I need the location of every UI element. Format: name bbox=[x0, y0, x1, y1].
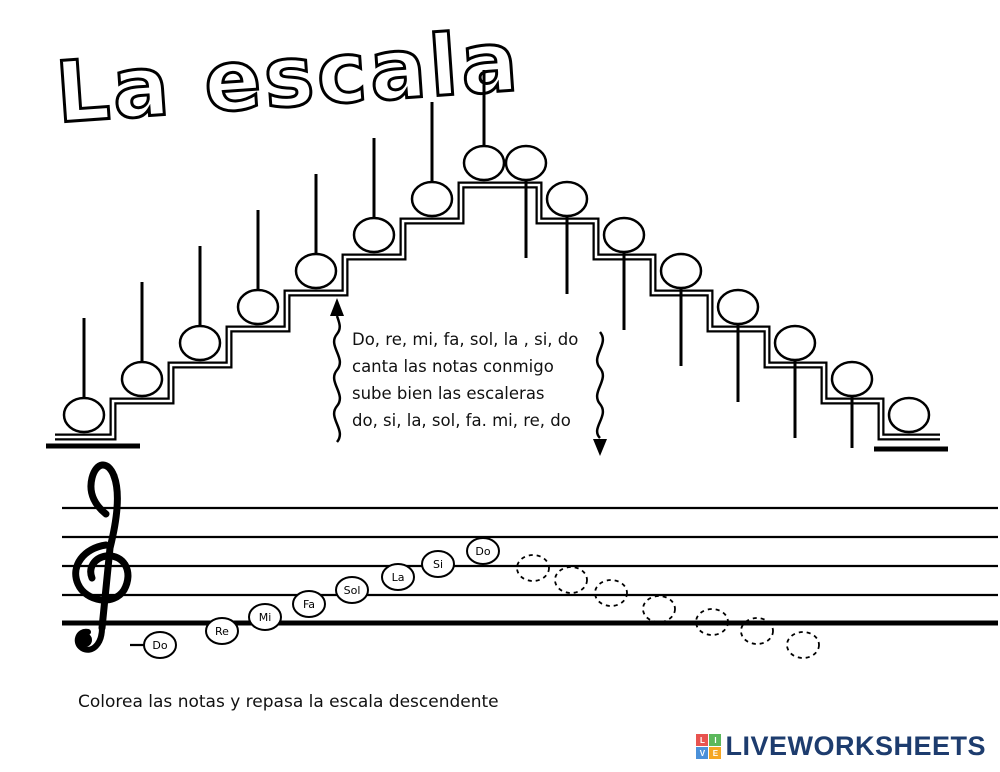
logo-square-i: I bbox=[709, 734, 722, 746]
page-title: La escala bbox=[53, 12, 524, 142]
labeled-notes: Do Re Mi Fa Sol La Si Do bbox=[143, 537, 500, 659]
note-label: Do bbox=[475, 545, 490, 558]
note-head bbox=[352, 216, 396, 254]
traced-note-outline bbox=[516, 554, 550, 582]
note-label: Do bbox=[152, 639, 167, 652]
note-head bbox=[236, 288, 280, 326]
traced-note-outline bbox=[695, 608, 729, 636]
note-head bbox=[830, 360, 874, 398]
note-label: Si bbox=[433, 558, 443, 571]
lyric-line: sube bien las escaleras bbox=[352, 384, 545, 403]
traced-note-outline bbox=[594, 579, 628, 607]
logo-square-e: E bbox=[709, 747, 722, 759]
note-head bbox=[773, 324, 817, 362]
note-head bbox=[335, 576, 369, 604]
note-label: La bbox=[392, 571, 405, 584]
lyric-line: canta las notas conmigo bbox=[352, 357, 554, 376]
note-head bbox=[381, 563, 415, 591]
arrowhead-up bbox=[330, 298, 344, 316]
clef-stem bbox=[98, 472, 121, 632]
traced-note-outline bbox=[786, 631, 820, 659]
note-label: Sol bbox=[344, 584, 361, 597]
note-label: Fa bbox=[303, 598, 315, 611]
wavy-line bbox=[332, 315, 342, 443]
note-head bbox=[659, 252, 703, 290]
ascending-notes bbox=[62, 70, 506, 434]
traced-notes bbox=[516, 554, 820, 659]
note-head bbox=[462, 144, 506, 182]
note-head bbox=[421, 550, 455, 578]
staircase-drawing bbox=[46, 181, 948, 452]
instruction-text: Colorea las notas y repasa la escala des… bbox=[78, 692, 499, 712]
note-head bbox=[205, 617, 239, 645]
lyric-arrow-up bbox=[330, 298, 344, 443]
lyric-line: Do, re, mi, fa, sol, la , si, do bbox=[352, 330, 579, 349]
clef-bottom-hook bbox=[74, 625, 105, 653]
brand-footer: L I V E LIVEWORKSHEETS bbox=[696, 731, 986, 762]
clef-spiral bbox=[72, 541, 132, 604]
descending-notes bbox=[504, 144, 931, 448]
treble-clef-icon bbox=[72, 461, 132, 653]
arrowhead-down bbox=[593, 439, 607, 456]
note-label: Re bbox=[215, 625, 229, 638]
logo-square-v: V bbox=[696, 747, 709, 759]
note-head bbox=[120, 360, 164, 398]
note-head bbox=[143, 631, 177, 659]
note-head bbox=[410, 180, 454, 218]
note-head bbox=[602, 216, 646, 254]
lyric-line: do, si, la, sol, fa. mi, re, do bbox=[352, 411, 571, 430]
wavy-line bbox=[595, 331, 605, 439]
traced-note-outline bbox=[642, 595, 676, 623]
staircase-inner-line bbox=[55, 183, 940, 439]
note-head bbox=[294, 252, 338, 290]
note-head bbox=[292, 590, 326, 618]
note-head bbox=[178, 324, 222, 362]
logo-square-l: L bbox=[696, 734, 709, 746]
note-head bbox=[716, 288, 760, 326]
liveworksheets-logo-icon: L I V E bbox=[696, 734, 722, 759]
clef-dot bbox=[78, 633, 92, 647]
note-head bbox=[248, 603, 282, 631]
note-head bbox=[887, 396, 931, 434]
note-label: Mi bbox=[259, 611, 272, 624]
note-head bbox=[62, 396, 106, 434]
traced-note-outline bbox=[740, 617, 774, 645]
lyrics-block: Do, re, mi, fa, sol, la , si, do canta l… bbox=[352, 330, 602, 438]
note-head bbox=[466, 537, 500, 565]
note-head bbox=[545, 180, 589, 218]
clef-top-hook bbox=[87, 461, 118, 518]
traced-note-outline bbox=[554, 566, 588, 594]
staff bbox=[62, 506, 998, 647]
brand-name: LIVEWORKSHEETS bbox=[725, 731, 986, 761]
lyric-arrow-down bbox=[593, 331, 607, 456]
note-head bbox=[504, 144, 548, 182]
